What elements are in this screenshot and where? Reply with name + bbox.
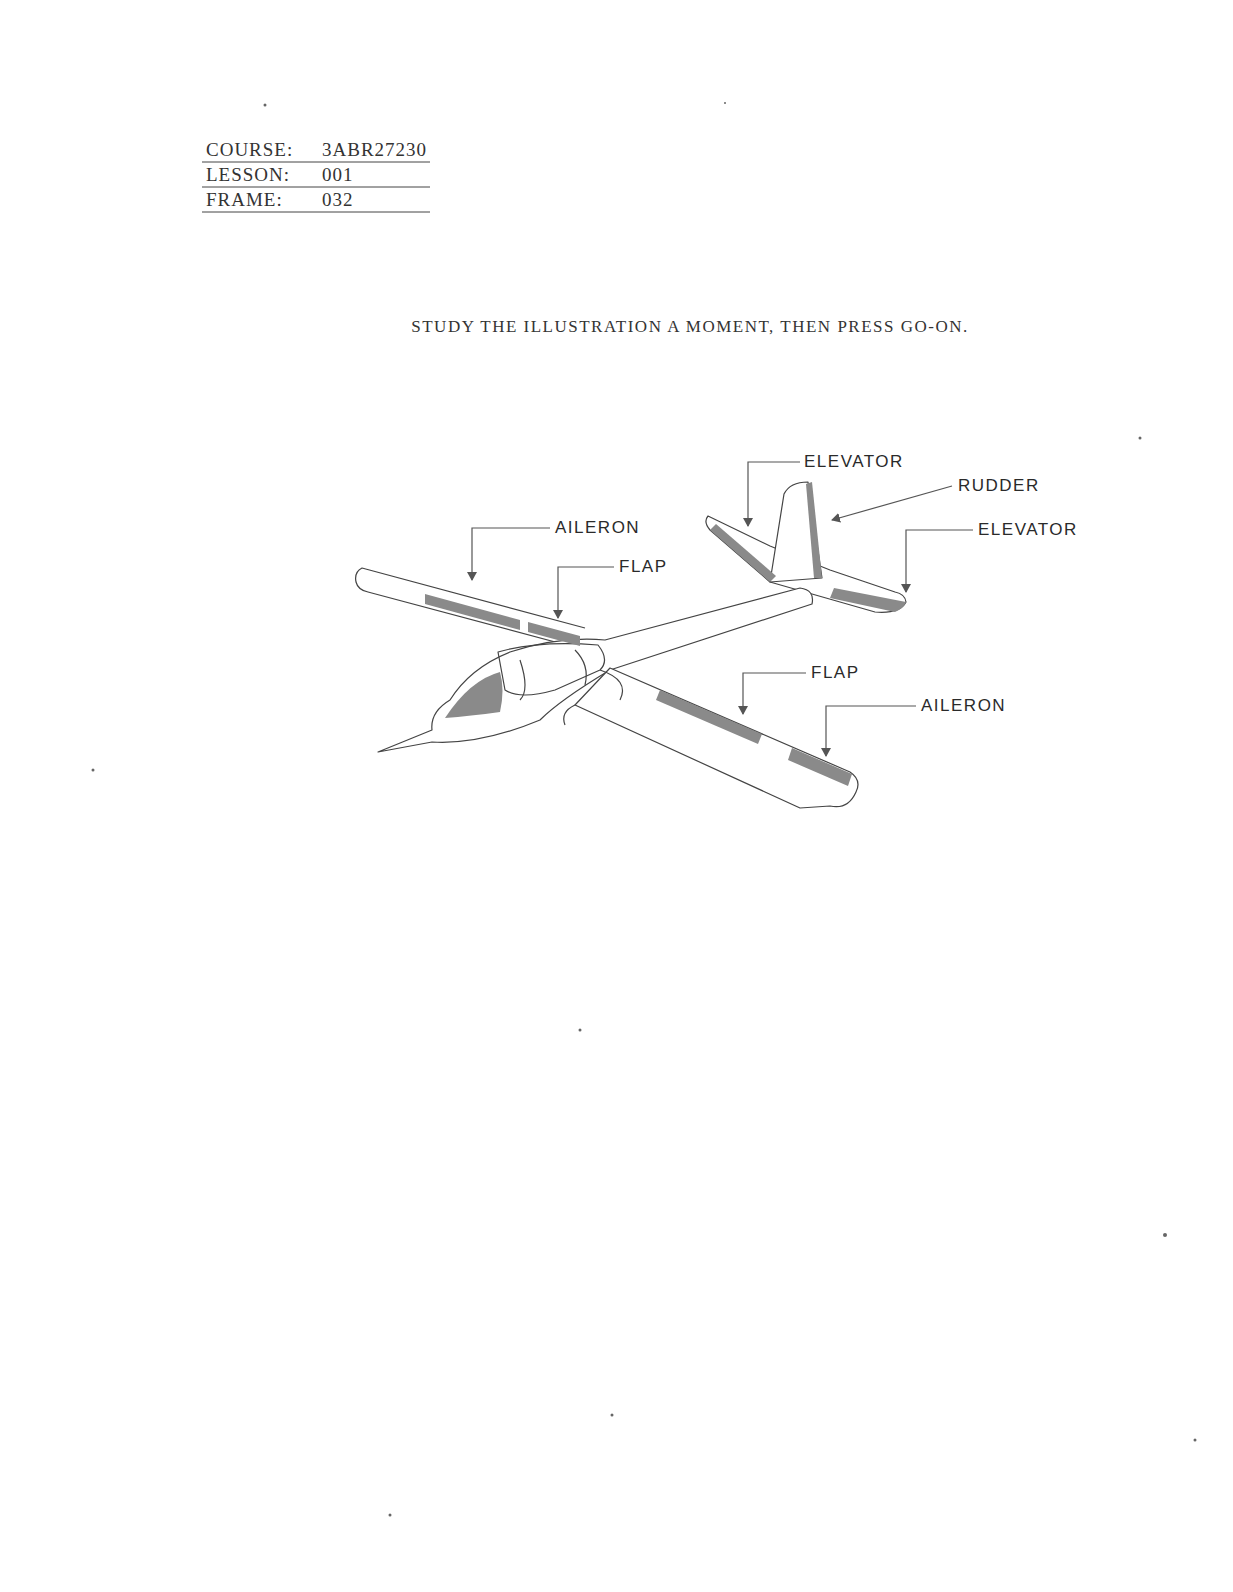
header-rules: [202, 162, 430, 212]
header-value: 3ABR27230: [322, 139, 427, 161]
part-name: FLAP: [811, 663, 860, 683]
header-field: FRAME:: [206, 189, 283, 211]
part-name: FLAP: [619, 557, 668, 577]
part-name: AILERON: [555, 518, 640, 538]
part-name: ELEVATOR: [978, 520, 1078, 540]
leader-lines: [472, 462, 973, 756]
header-value: 032: [322, 189, 354, 211]
airplane: [356, 482, 906, 808]
header-field: COURSE:: [206, 139, 293, 161]
part-name: AILERON: [921, 696, 1006, 716]
header-value: 001: [322, 164, 354, 186]
control-surfaces: [425, 448, 906, 786]
header-field: LESSON:: [206, 164, 290, 186]
instruction-heading: STUDY THE ILLUSTRATION A MOMENT, THEN PR…: [411, 317, 968, 337]
scan-specks: [92, 102, 1197, 1517]
part-name: RUDDER: [958, 476, 1040, 496]
part-name: ELEVATOR: [804, 452, 904, 472]
